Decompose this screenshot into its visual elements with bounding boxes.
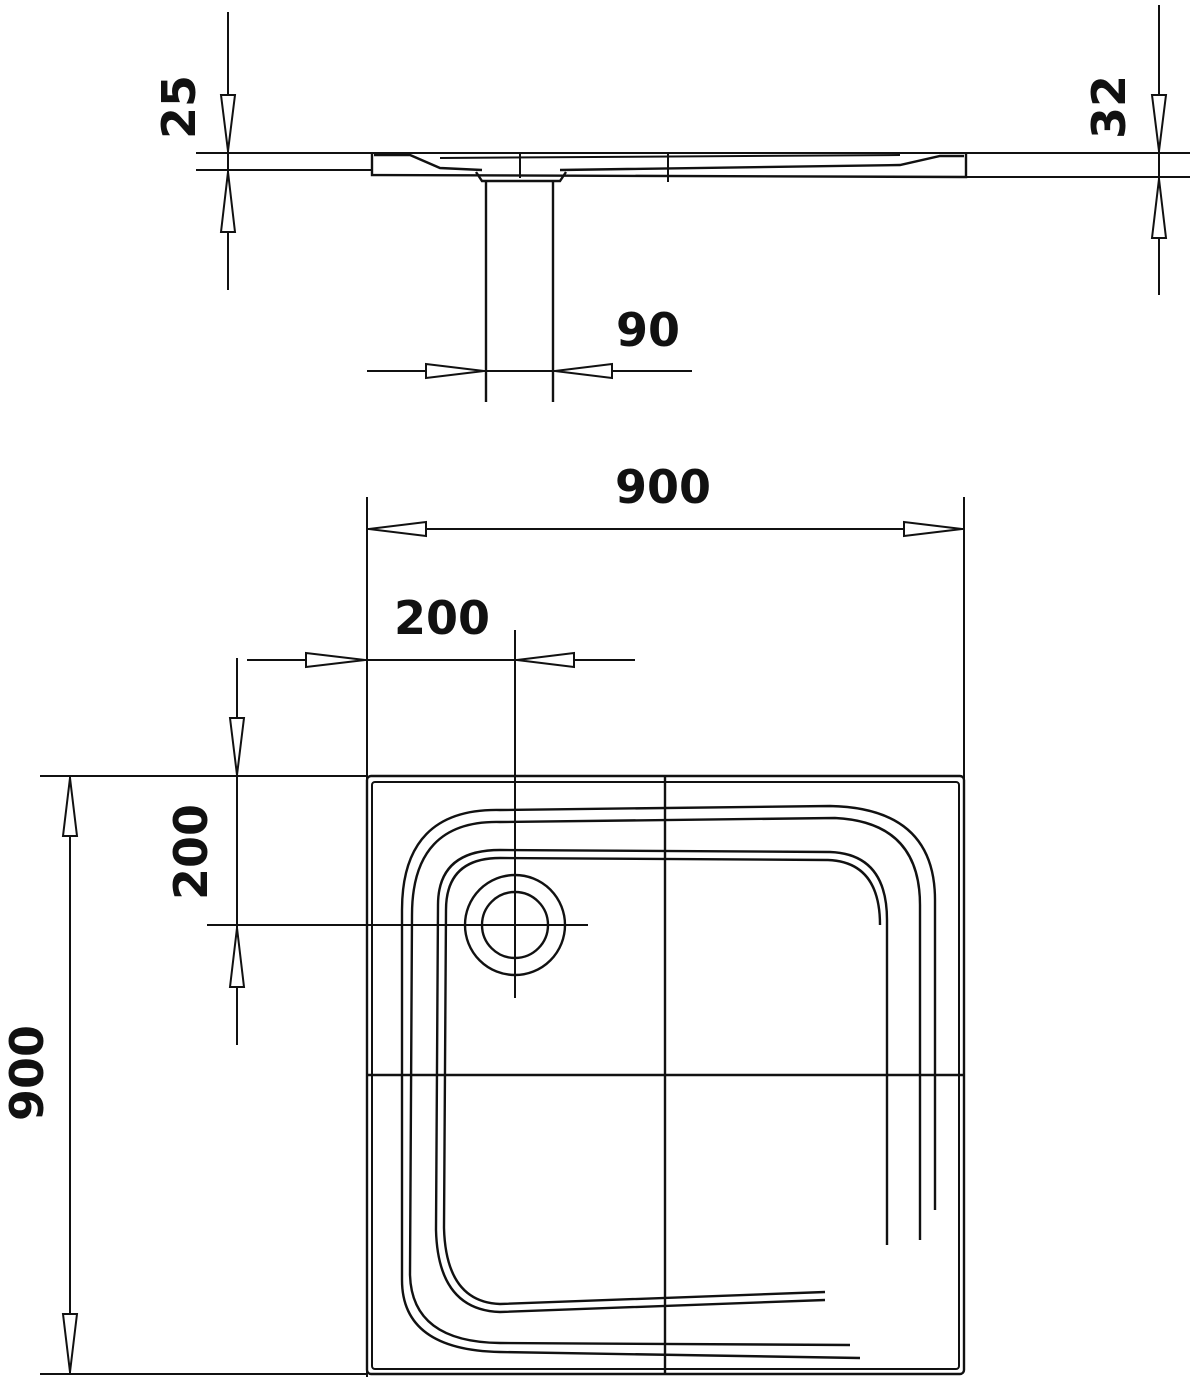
tray-profile-right-slope (559, 154, 964, 172)
arrow-900h-right (903, 520, 963, 538)
label-90: 90 (616, 303, 680, 357)
arrow-200v-top (228, 717, 246, 776)
label-900-height: 900 (0, 1025, 54, 1121)
arrow-900v-top (61, 777, 79, 837)
arrow-32-bottom (1150, 178, 1168, 239)
arrow-200h-right (516, 651, 575, 669)
basin-floor-edge (434, 848, 889, 1245)
arrow-200v-bottom (228, 927, 246, 988)
label-200-horizontal: 200 (394, 591, 490, 645)
label-25: 25 (152, 75, 206, 139)
basin-floor-bottom (434, 1229, 826, 1314)
plan-view: 900 200 200 900 (0, 460, 966, 1377)
tray-profile-top-inner (439, 154, 901, 159)
side-view: 25 32 90 (152, 5, 1190, 402)
arrow-900v-bottom (61, 1313, 79, 1373)
label-200-vertical: 200 (164, 804, 218, 900)
basin-edge-bottom-outer (400, 1279, 861, 1360)
basin-floor-edge-2 (442, 856, 882, 1229)
label-900-width: 900 (615, 460, 711, 514)
arrow-32-top (1150, 94, 1168, 152)
basin-edge-bottom-outer-2 (408, 1274, 851, 1347)
arrow-25-bottom (219, 171, 237, 233)
arrow-90-left (425, 362, 485, 380)
arrow-90-right (554, 362, 613, 380)
basin-edge-outer-2 (408, 816, 922, 1276)
basin-edge-outer (400, 804, 937, 1280)
drain-collar (475, 171, 567, 183)
label-32: 32 (1082, 75, 1136, 139)
arrow-25-top (219, 94, 237, 152)
tray-profile-left-slope (374, 153, 483, 172)
arrow-900h-left (368, 520, 427, 538)
basin-floor-bottom-2 (442, 1227, 826, 1306)
arrow-200h-left (305, 651, 366, 669)
